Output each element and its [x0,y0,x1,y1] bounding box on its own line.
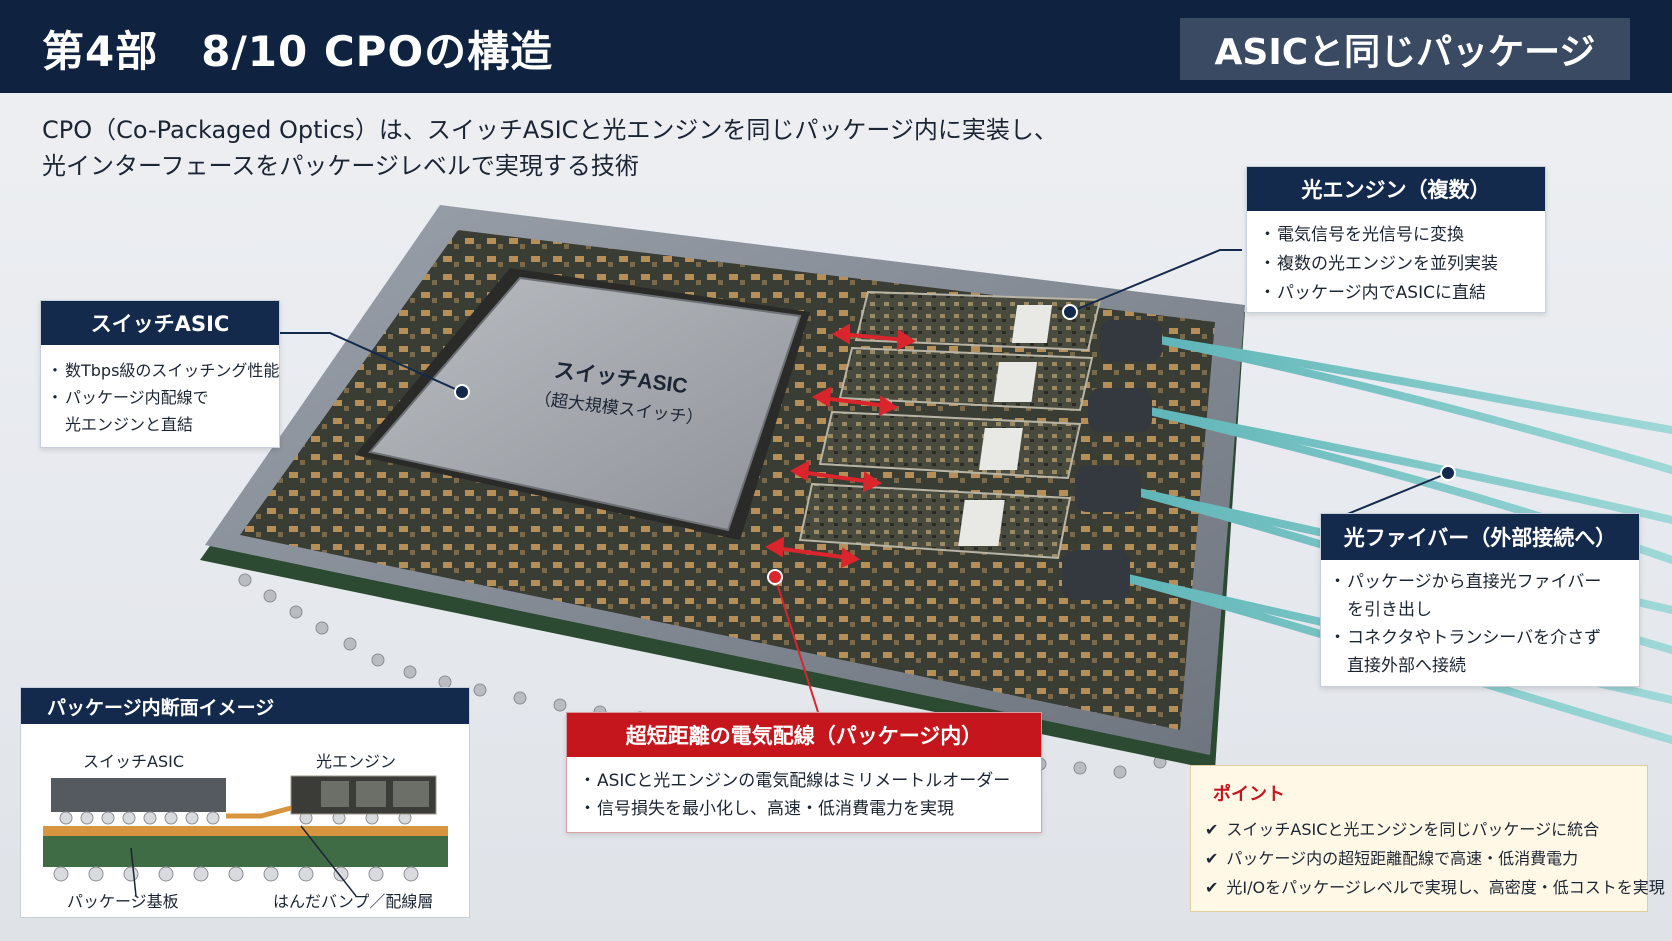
xsec-label-engine: 光エンジン [316,752,397,771]
callout-fiber-item: コネクタやトランシーバを介さず [1329,624,1639,652]
xsec-bumps [59,811,412,825]
xsec-label-bump: はんだバンプ／配線層 [273,892,434,911]
optical-engine-4 [798,482,1072,560]
leader-line-wiring [774,576,819,713]
xsec-interconnect [226,805,292,819]
anchor-dot-asic [454,384,470,400]
callout-optical-fiber: 光ファイバー（外部接続へ） パッケージから直接光ファイバー を引き出し コネクタ… [1320,513,1640,687]
header-bar: 第4部 8/10 CPOの構造 ASICと同じパッケージ [0,0,1672,93]
callout-fiber-item: を引き出し [1347,600,1432,620]
anchor-dot-engine [1062,304,1078,320]
optical-engine-3 [818,410,1082,480]
intro-line-2: 光インターフェースをパッケージレベルで実現する技術 [42,152,639,180]
callout-optical-engine: 光エンジン（複数） 電気信号を光信号に変換 複数の光エンジンを並列実装 パッケー… [1246,166,1546,313]
header-badge: ASICと同じパッケージ [1180,18,1630,80]
xsec-wiring-layer [43,826,448,836]
callout-asic-item: 光エンジンと直結 [65,415,194,434]
callout-engine-item: パッケージ内でASICに直結 [1259,279,1545,308]
callout-switch-asic: スイッチASIC 数Tbps級のスイッチング性能 パッケージ内配線で 光エンジン… [40,300,280,448]
callout-fiber-item: パッケージから直接光ファイバー [1329,568,1639,596]
callout-engine-title: 光エンジン（複数） [1247,167,1545,211]
callout-wiring-title: 超短距離の電気配線（パッケージ内） [567,713,1041,757]
check-icon: ✔ [1205,820,1219,839]
callout-wiring-item: ASICと光エンジンの電気配線はミリメートルオーダー [579,767,1041,795]
anchor-dot-fiber [1440,465,1456,481]
cross-section-panel: パッケージ内断面イメージ スイッチASIC 光エンジン パッケージ基板 [20,687,470,918]
callout-engine-item: 電気信号を光信号に変換 [1259,221,1545,250]
callout-fiber-title: 光ファイバー（外部接続へ） [1321,514,1639,560]
point-summary-box: ポイント ✔スイッチASICと光エンジンを同じパッケージに統合 ✔パッケージ内の… [1190,765,1665,912]
optical-engine-2 [838,346,1094,412]
cross-section-diagram [43,775,448,897]
page-title: 第4部 8/10 CPOの構造 [42,27,554,76]
xsec-label-asic: スイッチASIC [83,752,184,771]
check-icon: ✔ [1205,878,1219,897]
callout-short-wiring: 超短距離の電気配線（パッケージ内） ASICと光エンジンの電気配線はミリメートル… [566,712,1042,833]
callout-asic-item: パッケージ内配線で [47,384,279,411]
point-item: ✔光I/Oをパッケージレベルで実現し、高密度・低コストを実現 [1205,878,1665,897]
callout-wiring-item: 信号損失を最小化し、高速・低消費電力を実現 [579,795,1041,823]
xsec-solder-balls [53,866,419,882]
callout-asic-item: 数Tbps級のスイッチング性能 [47,357,279,384]
anchor-dot-wiring [767,569,783,585]
short-wiring-arrows [764,323,917,569]
callout-asic-title: スイッチASIC [41,301,279,345]
cross-section-title: パッケージ内断面イメージ [21,688,469,724]
switch-asic-die [368,276,802,532]
xsec-substrate [43,833,448,867]
callout-engine-item: 複数の光エンジンを並列実装 [1259,250,1545,279]
point-item: ✔スイッチASICと光エンジンを同じパッケージに統合 [1205,820,1600,839]
xsec-label-substrate: パッケージ基板 [67,892,179,911]
xsec-asic-die [51,778,226,812]
optical-engine-1 [854,290,1102,352]
optical-engines [798,290,1102,560]
intro-line-1: CPO（Co-Packaged Optics）は、スイッチASICと光エンジンを… [42,116,1058,144]
check-icon: ✔ [1205,849,1219,868]
point-item: ✔パッケージ内の超短距離配線で高速・低消費電力 [1205,849,1579,868]
point-title: ポイント [1213,784,1285,805]
callout-fiber-item: 直接外部へ接続 [1347,656,1466,676]
